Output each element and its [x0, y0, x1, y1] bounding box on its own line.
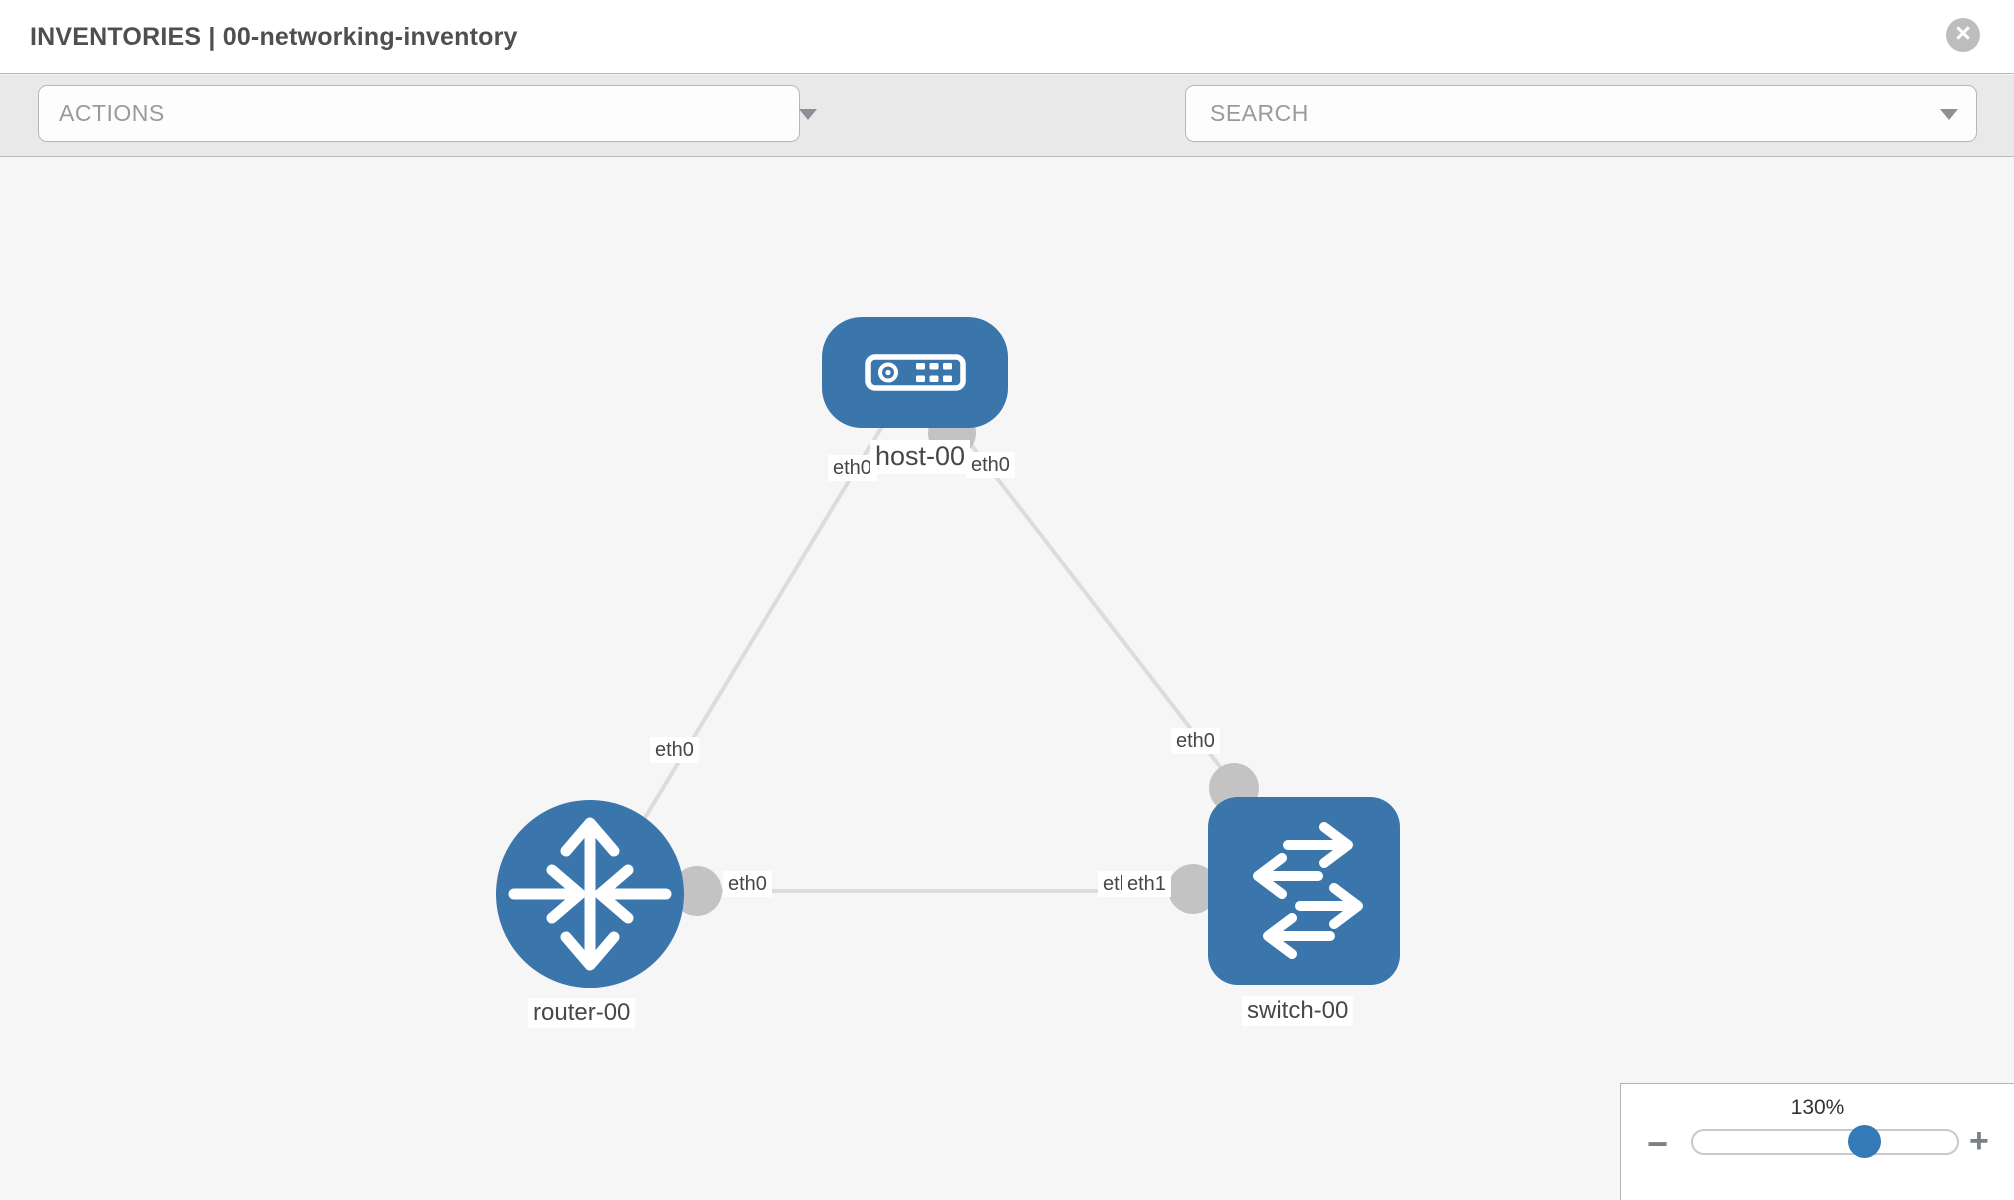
chevron-down-icon [799, 109, 817, 120]
connector-switch-left[interactable] [1168, 864, 1218, 914]
node-label-switch-00: switch-00 [1242, 996, 1354, 1027]
zoom-widget: 130% − + [1620, 1083, 2014, 1200]
iface-label: eth0 [828, 455, 877, 481]
switch-icon [1253, 822, 1363, 959]
zoom-in-button[interactable]: + [1969, 1122, 1989, 1160]
breadcrumb-separator: | [201, 22, 223, 51]
actions-dropdown-label: ACTIONS [59, 100, 165, 126]
host-icon [865, 354, 966, 391]
node-label-host-00: host-00 [870, 440, 971, 474]
toolbar: ACTIONS SEARCH [0, 75, 2014, 206]
zoom-out-button[interactable]: − [1647, 1123, 1669, 1164]
zoom-slider-handle[interactable] [1848, 1125, 1881, 1158]
header-bar: INVENTORIES | 00-networking-inventory × [0, 0, 2014, 74]
node-label-router-00: router-00 [528, 998, 636, 1029]
close-icon: × [1955, 18, 1971, 48]
iface-label: eth0 [650, 737, 699, 763]
iface-label: eth1 [1122, 871, 1171, 897]
search-placeholder: SEARCH [1210, 100, 1309, 126]
close-button[interactable]: × [1946, 18, 1980, 52]
connector-router-right[interactable] [672, 866, 722, 916]
router-icon [508, 817, 672, 971]
iface-label: eth0 [723, 871, 772, 897]
breadcrumb-section: INVENTORIES [30, 22, 202, 51]
interface-connectors [672, 409, 1259, 916]
node-host-00[interactable] [822, 317, 1008, 428]
zoom-slider-track[interactable] [1691, 1129, 1959, 1155]
inventory-name: 00-networking-inventory [222, 22, 518, 51]
topology-canvas[interactable]: eth0 host-00 eth0 eth0 eth0 eth0 eth0 et… [0, 157, 2014, 1200]
page-title: INVENTORIES | 00-networking-inventory [30, 0, 518, 74]
iface-label: eth0 [1171, 728, 1220, 754]
iface-label: eth0 [966, 452, 1015, 478]
node-router-00[interactable] [496, 800, 684, 988]
node-switch-00[interactable] [1208, 797, 1400, 985]
search-dropdown[interactable]: SEARCH [1185, 85, 1977, 142]
chevron-down-icon [1940, 109, 1958, 120]
actions-dropdown[interactable]: ACTIONS [38, 85, 817, 142]
zoom-level: 130% [1790, 1096, 1845, 1119]
